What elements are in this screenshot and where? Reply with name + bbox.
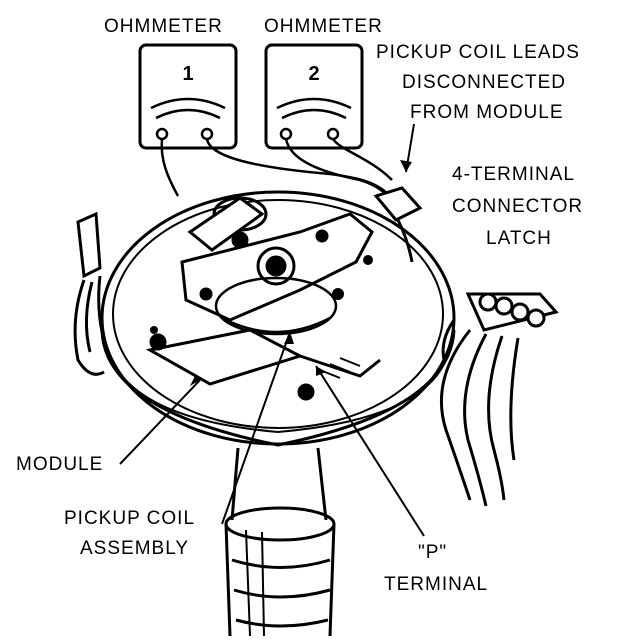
meter-1-number: 1: [182, 63, 193, 85]
leader-arrowheads: [190, 160, 412, 386]
connector-latch-label-line3: LATCH: [486, 228, 552, 249]
pickup-lead-plug: [373, 186, 423, 263]
p-terminal-label-line2: TERMINAL: [384, 574, 489, 595]
pickup-leads-label-line3: FROM MODULE: [410, 102, 564, 123]
distributor-shaft: [224, 447, 336, 637]
ohmmeter-1-label: OHMMETER: [104, 16, 223, 37]
connector-latch-label-line2: CONNECTOR: [452, 196, 584, 217]
pickup-coil-shape: [214, 276, 338, 336]
left-harness: [73, 211, 106, 376]
screws: [150, 255, 373, 334]
pickup-leads-label-line2: DISCONNECTED: [402, 72, 567, 93]
module-label: MODULE: [16, 454, 104, 475]
ohmmeter-2: 2: [264, 43, 364, 150]
four-terminal-connector: [439, 292, 559, 507]
module-shape: [145, 328, 381, 401]
pickup-leads-label-line1: PICKUP COIL LEADS: [376, 42, 580, 63]
vacuum-unit: [187, 196, 268, 252]
rotor-plate: [180, 212, 374, 322]
ohmmeter-1: 1: [138, 43, 238, 150]
pickup-coil-label-line2: ASSEMBLY: [80, 538, 190, 559]
p-terminal-label-line1: "P": [418, 542, 448, 563]
ohmmeter-2-label: OHMMETER: [264, 16, 383, 37]
distributor-body: [100, 190, 456, 447]
pickup-coil-label-line1: PICKUP COIL: [64, 508, 196, 529]
meter-2-number: 2: [308, 63, 319, 85]
connector-latch-label-line1: 4-TERMINAL: [452, 164, 575, 185]
